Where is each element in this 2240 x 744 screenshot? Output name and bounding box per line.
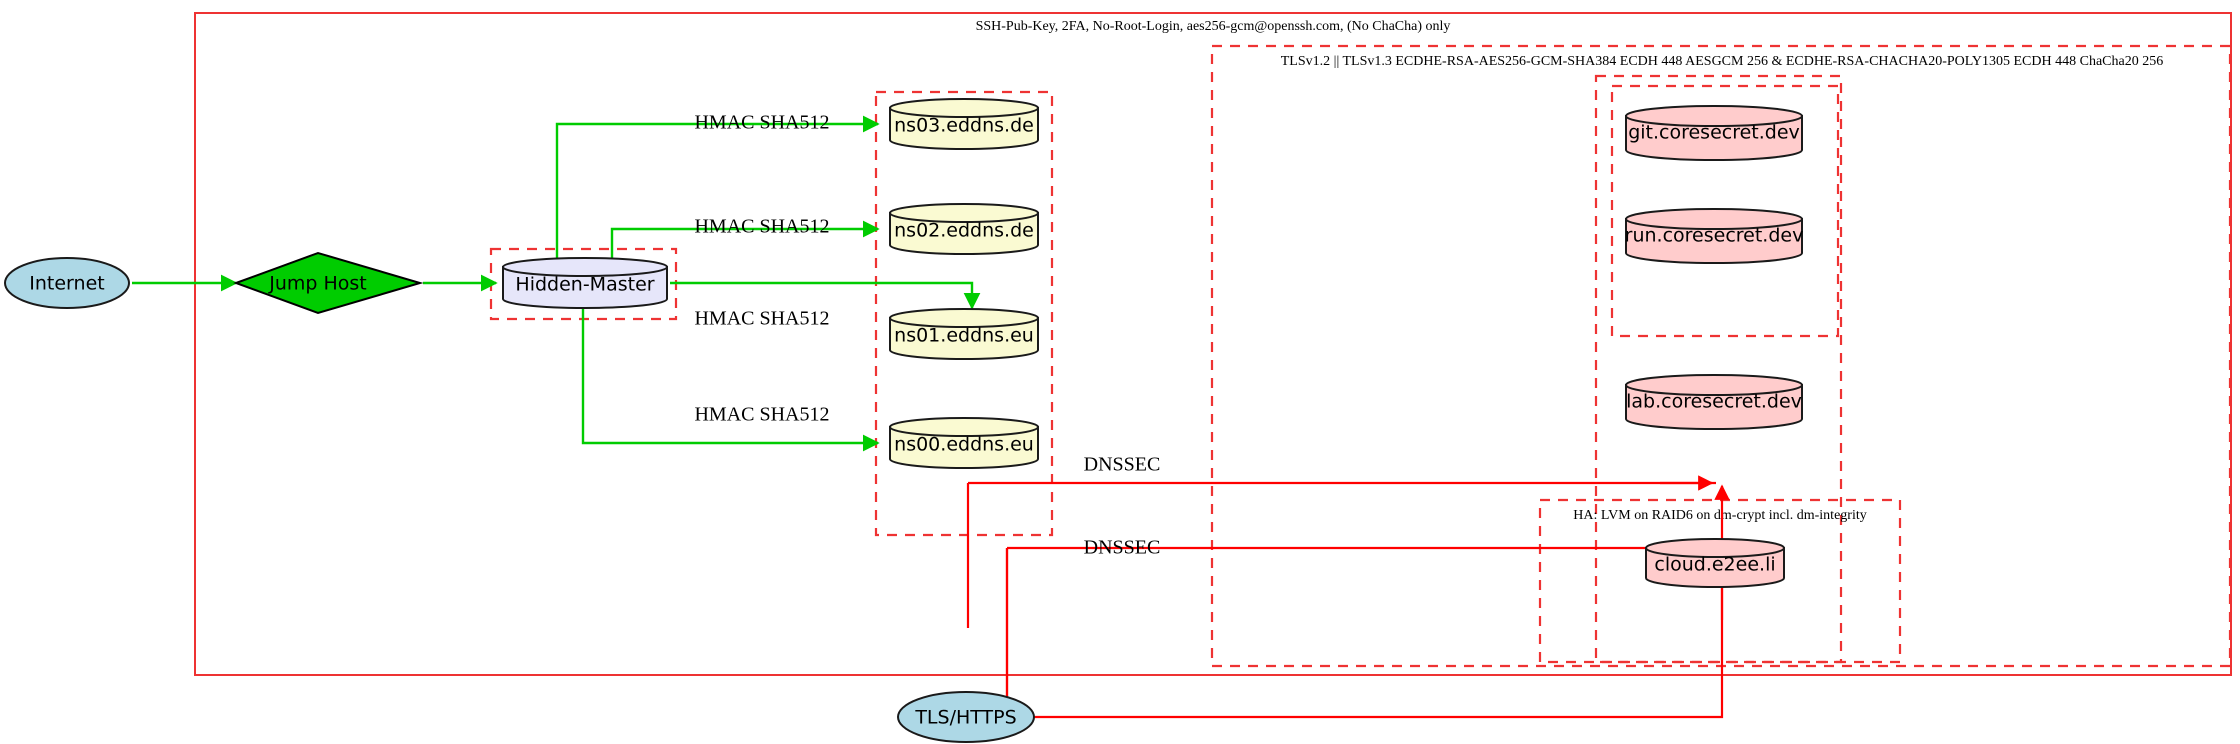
node-run[interactable]: run.coresecret.dev: [1625, 208, 1804, 264]
node-internet-label: Internet: [29, 273, 104, 295]
node-cloud[interactable]: cloud.e2ee.li: [1645, 538, 1785, 588]
cluster-dns: [874, 90, 1054, 537]
node-run-top: [1625, 208, 1803, 230]
edge-tls-to-cloud-path: [1033, 560, 1724, 719]
node-ns01-top: [889, 308, 1039, 328]
node-cloud-label: cloud.e2ee.li: [1654, 554, 1775, 576]
cluster-dns-border: [874, 90, 1054, 537]
node-internet-shape[interactable]: [4, 257, 130, 309]
node-ns00-body[interactable]: [889, 426, 1039, 469]
node-ns02-body[interactable]: [889, 212, 1039, 255]
cluster-services-inner: [1610, 84, 1840, 338]
node-hidden-master-body[interactable]: [502, 266, 668, 309]
edge-master-to-ns03-path: [555, 115, 880, 262]
node-run-body[interactable]: [1625, 218, 1803, 264]
edge-master-to-ns02: HMAC SHA512: [610, 216, 880, 262]
edge-master-to-ns03: HMAC SHA512: [555, 112, 880, 262]
cluster-tls-label: TLSv1.2 || TLSv1.3 ECDHE-RSA-AES256-GCM-…: [1281, 54, 2163, 69]
edge-master-to-ns00-path: [581, 305, 880, 452]
node-tls-https-label: TLS/HTTPS: [914, 707, 1016, 729]
node-lab-top: [1625, 374, 1803, 396]
node-hidden-master-top: [502, 257, 668, 277]
edge-dnssec-lower-label: DNSSEC: [1084, 537, 1161, 559]
node-git-label: git.coresecret.dev: [1628, 122, 1800, 144]
node-ns01-body[interactable]: [889, 317, 1039, 360]
node-lab-label: lab.coresecret.dev: [1626, 391, 1802, 413]
node-git-body[interactable]: [1625, 115, 1803, 161]
cluster-services-outer-border: [1594, 74, 1843, 664]
node-hidden-master[interactable]: Hidden-Master: [502, 257, 668, 309]
node-ns00-label: ns00.eddns.eu: [894, 434, 1034, 456]
cluster-ha: HA: LVM on RAID6 on dm-crypt incl. dm-in…: [1538, 498, 1902, 664]
edge-master-to-ns01: HMAC SHA512: [670, 281, 981, 330]
node-internet[interactable]: Internet: [4, 257, 130, 309]
node-hidden-master-label: Hidden-Master: [515, 274, 654, 296]
cluster-services-inner-border: [1610, 84, 1840, 338]
node-lab-body[interactable]: [1625, 384, 1803, 430]
edge-tls-to-cloud: [1033, 549, 1730, 719]
edge-master-to-ns03-label: HMAC SHA512: [694, 112, 829, 134]
node-tls-https-shape[interactable]: [897, 691, 1035, 743]
edge-master-to-ns00: HMAC SHA512: [581, 305, 880, 452]
node-ns00[interactable]: ns00.eddns.eu: [889, 417, 1039, 469]
node-ns03[interactable]: ns03.eddns.de: [889, 98, 1039, 150]
node-cloud-body[interactable]: [1645, 547, 1785, 588]
node-ns02-top: [889, 203, 1039, 223]
node-ns02-label: ns02.eddns.de: [894, 220, 1034, 242]
node-tls-https[interactable]: TLS/HTTPS: [897, 691, 1035, 743]
node-run-label: run.coresecret.dev: [1625, 225, 1804, 247]
edge-master-to-ns02-path: [610, 220, 880, 262]
node-ns01[interactable]: ns01.eddns.eu: [889, 308, 1039, 360]
node-jump-host[interactable]: Jump Host: [233, 251, 424, 315]
cluster-ssh-label: SSH-Pub-Key, 2FA, No-Root-Login, aes256-…: [976, 19, 1451, 34]
edge-master-to-ns01-label: HMAC SHA512: [694, 308, 829, 330]
cluster-ha-label: HA: LVM on RAID6 on dm-crypt incl. dm-in…: [1573, 508, 1866, 523]
edge-dnssec-upper: DNSSEC: [966, 454, 1716, 628]
node-ns03-body[interactable]: [889, 107, 1039, 150]
cluster-ha-border: [1538, 498, 1902, 664]
node-ns01-label: ns01.eddns.eu: [894, 325, 1034, 347]
node-ns03-top: [889, 98, 1039, 118]
edge-dnssec-upper-label: DNSSEC: [1084, 454, 1161, 476]
node-lab[interactable]: lab.coresecret.dev: [1625, 374, 1803, 430]
edge-master-to-ns01-path: [670, 281, 981, 310]
node-cloud-top: [1645, 538, 1785, 558]
node-jump-host-label: Jump Host: [268, 273, 367, 295]
edge-master-to-ns00-label: HMAC SHA512: [694, 404, 829, 426]
node-git[interactable]: git.coresecret.dev: [1625, 105, 1803, 161]
node-ns00-top: [889, 417, 1039, 437]
cluster-services-outer: [1594, 74, 1843, 664]
node-git-top: [1625, 105, 1803, 127]
edge-master-to-ns02-label: HMAC SHA512: [694, 216, 829, 238]
node-jump-host-shape[interactable]: [233, 251, 424, 315]
node-ns03-label: ns03.eddns.de: [894, 115, 1034, 137]
node-ns02[interactable]: ns02.eddns.de: [889, 203, 1039, 255]
